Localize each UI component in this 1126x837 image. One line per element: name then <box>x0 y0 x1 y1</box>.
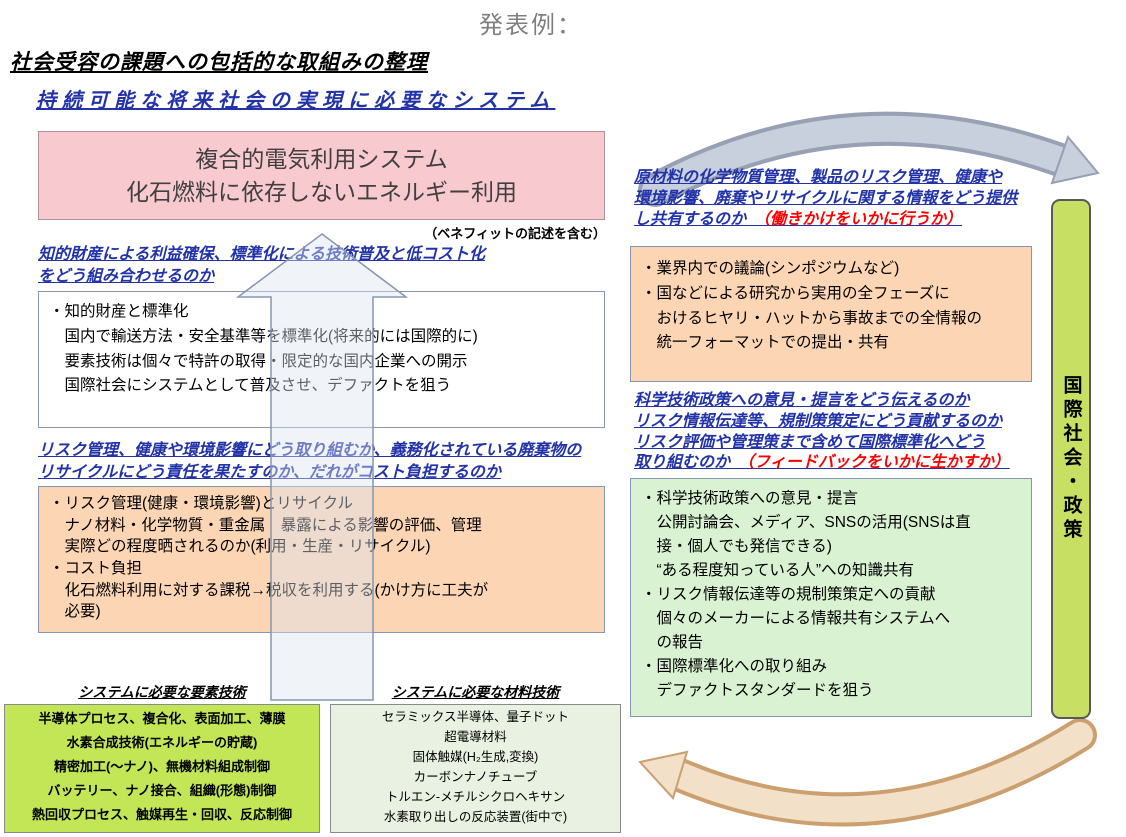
policy-feedback-heading-main: 科学技術政策への意見・提言をどう伝えるのか リスク情報伝達等、規制策策定にどう貢… <box>634 392 1003 472</box>
material-tech-box: セラミックス半導体、量子ドット 超電導材料 固体触媒(H₂生成,変換) カーボン… <box>330 704 621 833</box>
system-heading: 持続可能な将来社会の実現に必要なシステム <box>36 90 556 112</box>
info-sharing-heading: 原材料の化学物質管理、製品のリスク管理、健康や 環境影響、廃棄やリサイクルに関す… <box>634 168 1048 230</box>
benefit-note: （ベネフィットの記述を含む） <box>424 226 606 241</box>
international-society-bar: 国際社会・政策 <box>1051 199 1091 719</box>
element-tech-box: 半導体プロセス、複合化、表面加工、薄膜 水素合成技術(エネルギーの貯蔵) 精密加… <box>4 704 320 833</box>
ip-standardization-box: ・知的財産と標準化 国内で輸送方法・安全基準等を標準化(将来的には国際的に) 要… <box>38 291 605 428</box>
policy-feedback-heading-note: （フィードバックをいかに生かすか） <box>746 454 1010 472</box>
material-tech-heading: システムに必要な材料技術 <box>391 684 560 700</box>
risk-management-heading: リスク管理、健康や環境影響にどう取り組むか、義務化されている廃棄物の リサイクル… <box>38 442 582 482</box>
ip-standardization-heading: 知的財産による利益確保、標準化による技術普及と低コスト化 をどう組み合わせるのか <box>38 246 486 286</box>
target-system-box: 複合的電気利用システム 化石燃料に依存しないエネルギー利用 <box>38 131 605 220</box>
policy-feedback-heading: 科学技術政策への意見・提言をどう伝えるのか リスク情報伝達等、規制策策定にどう貢… <box>634 391 1048 474</box>
info-sharing-heading-note: （働きかけをいかに行うか） <box>762 210 963 228</box>
international-society-bar-label: 国際社会・政策 <box>1060 375 1082 543</box>
policy-contribution-box: ・科学技術政策への意見・提言 公開討論会、メディア、SNSの活用(SNSは直 接… <box>630 478 1032 717</box>
slide-header-label: 発表例： <box>479 12 583 39</box>
page-title: 社会受容の課題への包括的な取組みの整理 <box>10 51 428 74</box>
cycle-arrow-bottom <box>638 718 1097 827</box>
element-tech-heading: システムに必要な要素技術 <box>78 684 246 700</box>
target-system-text: 複合的電気利用システム 化石燃料に依存しないエネルギー利用 <box>126 146 517 205</box>
info-sharing-box: ・業界内での議論(シンポジウムなど) ・国などによる研究から実用の全フェーズに … <box>630 246 1032 382</box>
risk-management-box: ・リスク管理(健康・環境影響)とリサイクル ナノ材料・化学物質・重金属 暴露によ… <box>38 486 605 633</box>
